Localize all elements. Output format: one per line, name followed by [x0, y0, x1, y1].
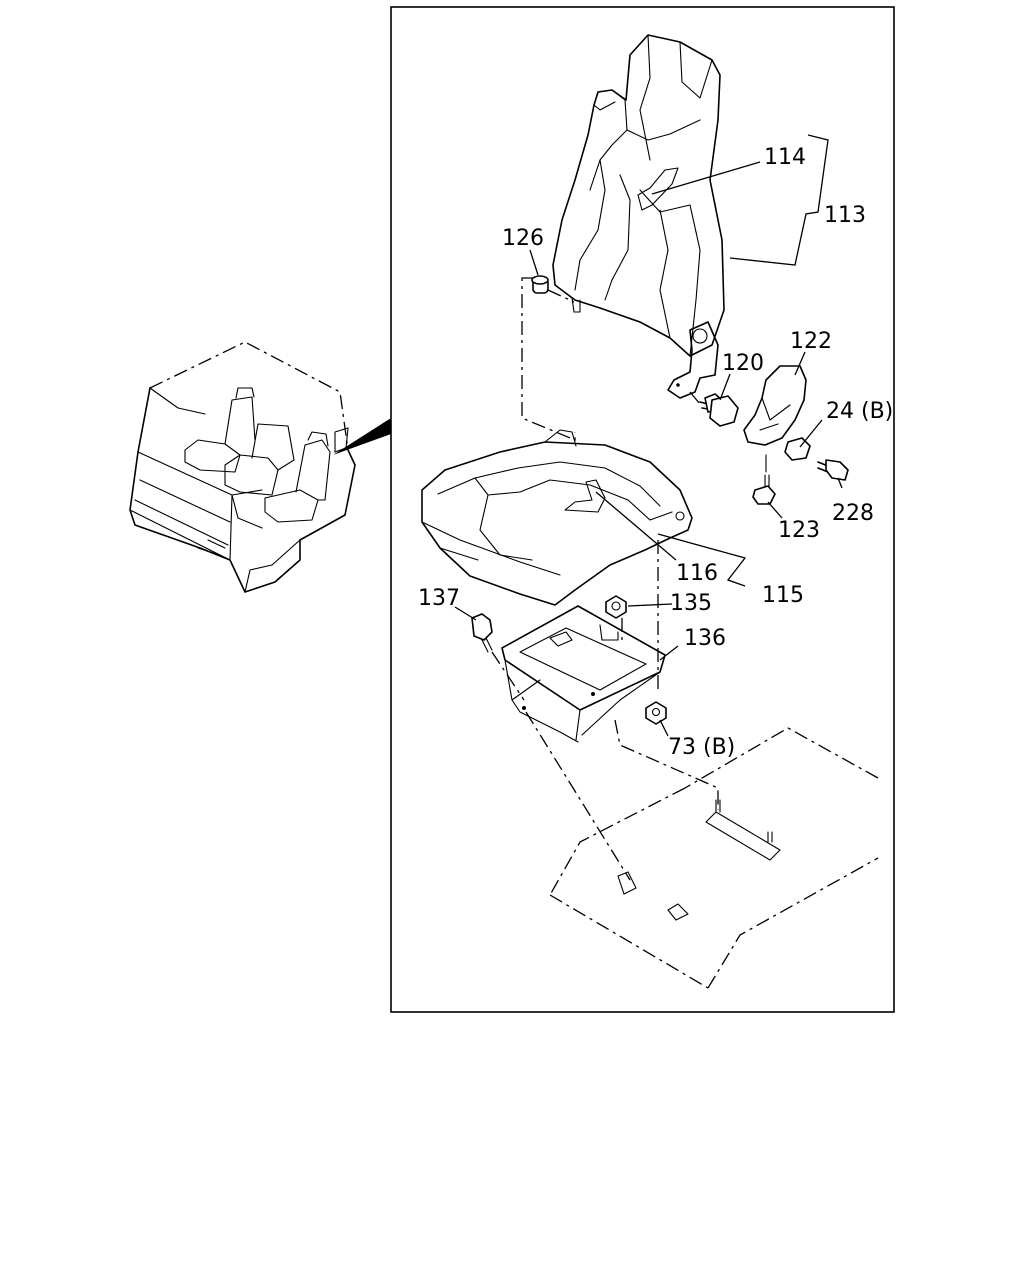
nut-135: [605, 595, 627, 619]
nut-73b: [645, 701, 667, 725]
callout-136: 136: [684, 626, 726, 651]
bracket-136: [501, 605, 666, 743]
callout-115: 115: [762, 583, 804, 608]
floor-panel: [549, 727, 879, 989]
callout-137: 137: [418, 586, 460, 611]
seat-cushion: [421, 429, 693, 606]
bolt-123: [752, 454, 776, 505]
callout-73b: 73 (B): [668, 735, 735, 760]
cover-122: [743, 365, 807, 446]
cab-overview: [129, 341, 391, 593]
bolt-228: [817, 459, 849, 481]
callout-labels: 114 113 126 122 120 24 (B) 228 123 116 1…: [418, 145, 893, 760]
callout-24b: 24 (B): [826, 399, 893, 424]
leader-lines: [454, 134, 843, 737]
alignment-lines: [491, 277, 719, 881]
seat-back: [552, 34, 725, 399]
bolt-120: [699, 393, 739, 427]
bushing-126: [531, 275, 581, 313]
callout-126: 126: [502, 226, 544, 251]
callout-135: 135: [670, 591, 712, 616]
callout-116: 116: [676, 561, 718, 586]
callout-123: 123: [778, 518, 820, 543]
view-pointer: [333, 418, 391, 455]
callout-122: 122: [790, 329, 832, 354]
callout-113: 113: [824, 203, 866, 228]
bolt-137: [471, 613, 493, 653]
callout-114: 114: [764, 145, 806, 170]
callout-228: 228: [832, 501, 874, 526]
diagram-frame: [390, 6, 895, 1013]
washer-24b: [784, 437, 811, 461]
callout-120: 120: [722, 351, 764, 376]
